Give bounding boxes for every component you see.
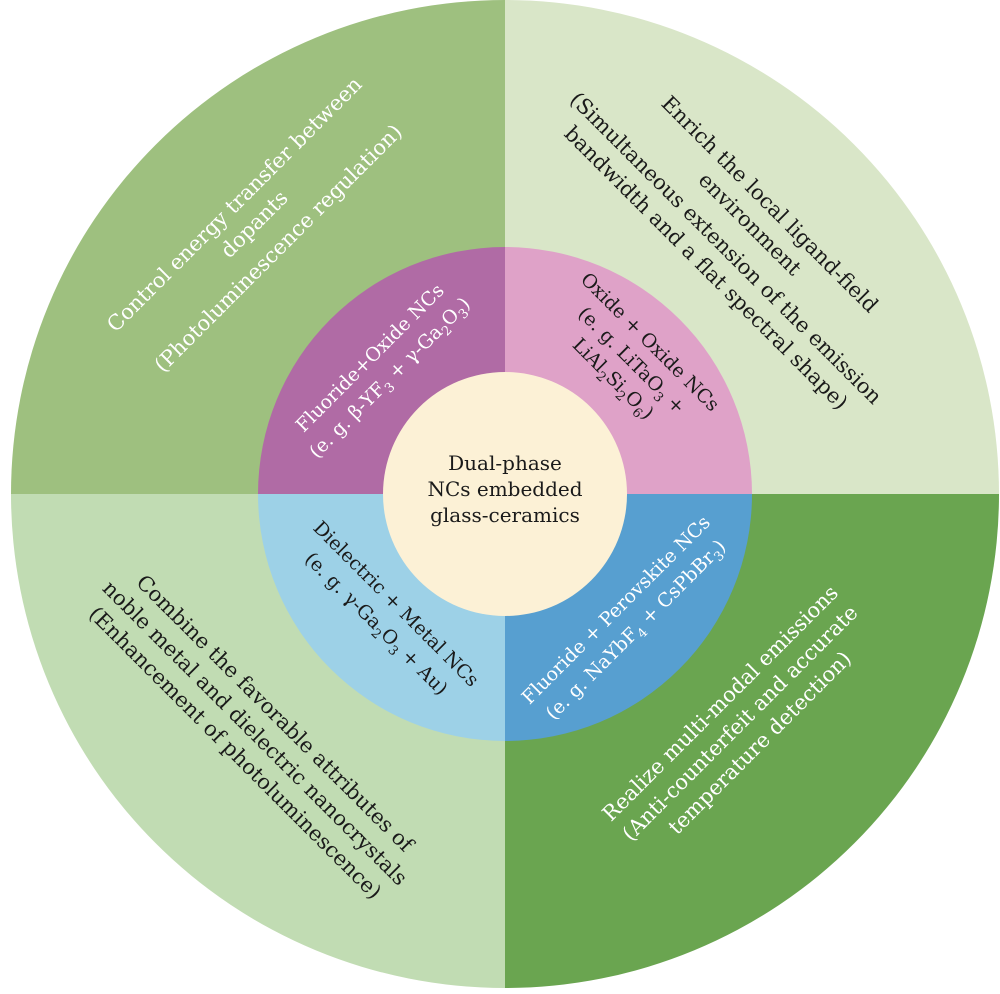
center-label: Dual-phase NCs embedded glass-ceramics — [427, 451, 582, 527]
center-line-1: Dual-phase — [448, 451, 562, 475]
center-circle — [383, 372, 627, 616]
center-line-3: glass-ceramics — [430, 503, 580, 527]
center-line-2: NCs embedded — [427, 477, 582, 501]
